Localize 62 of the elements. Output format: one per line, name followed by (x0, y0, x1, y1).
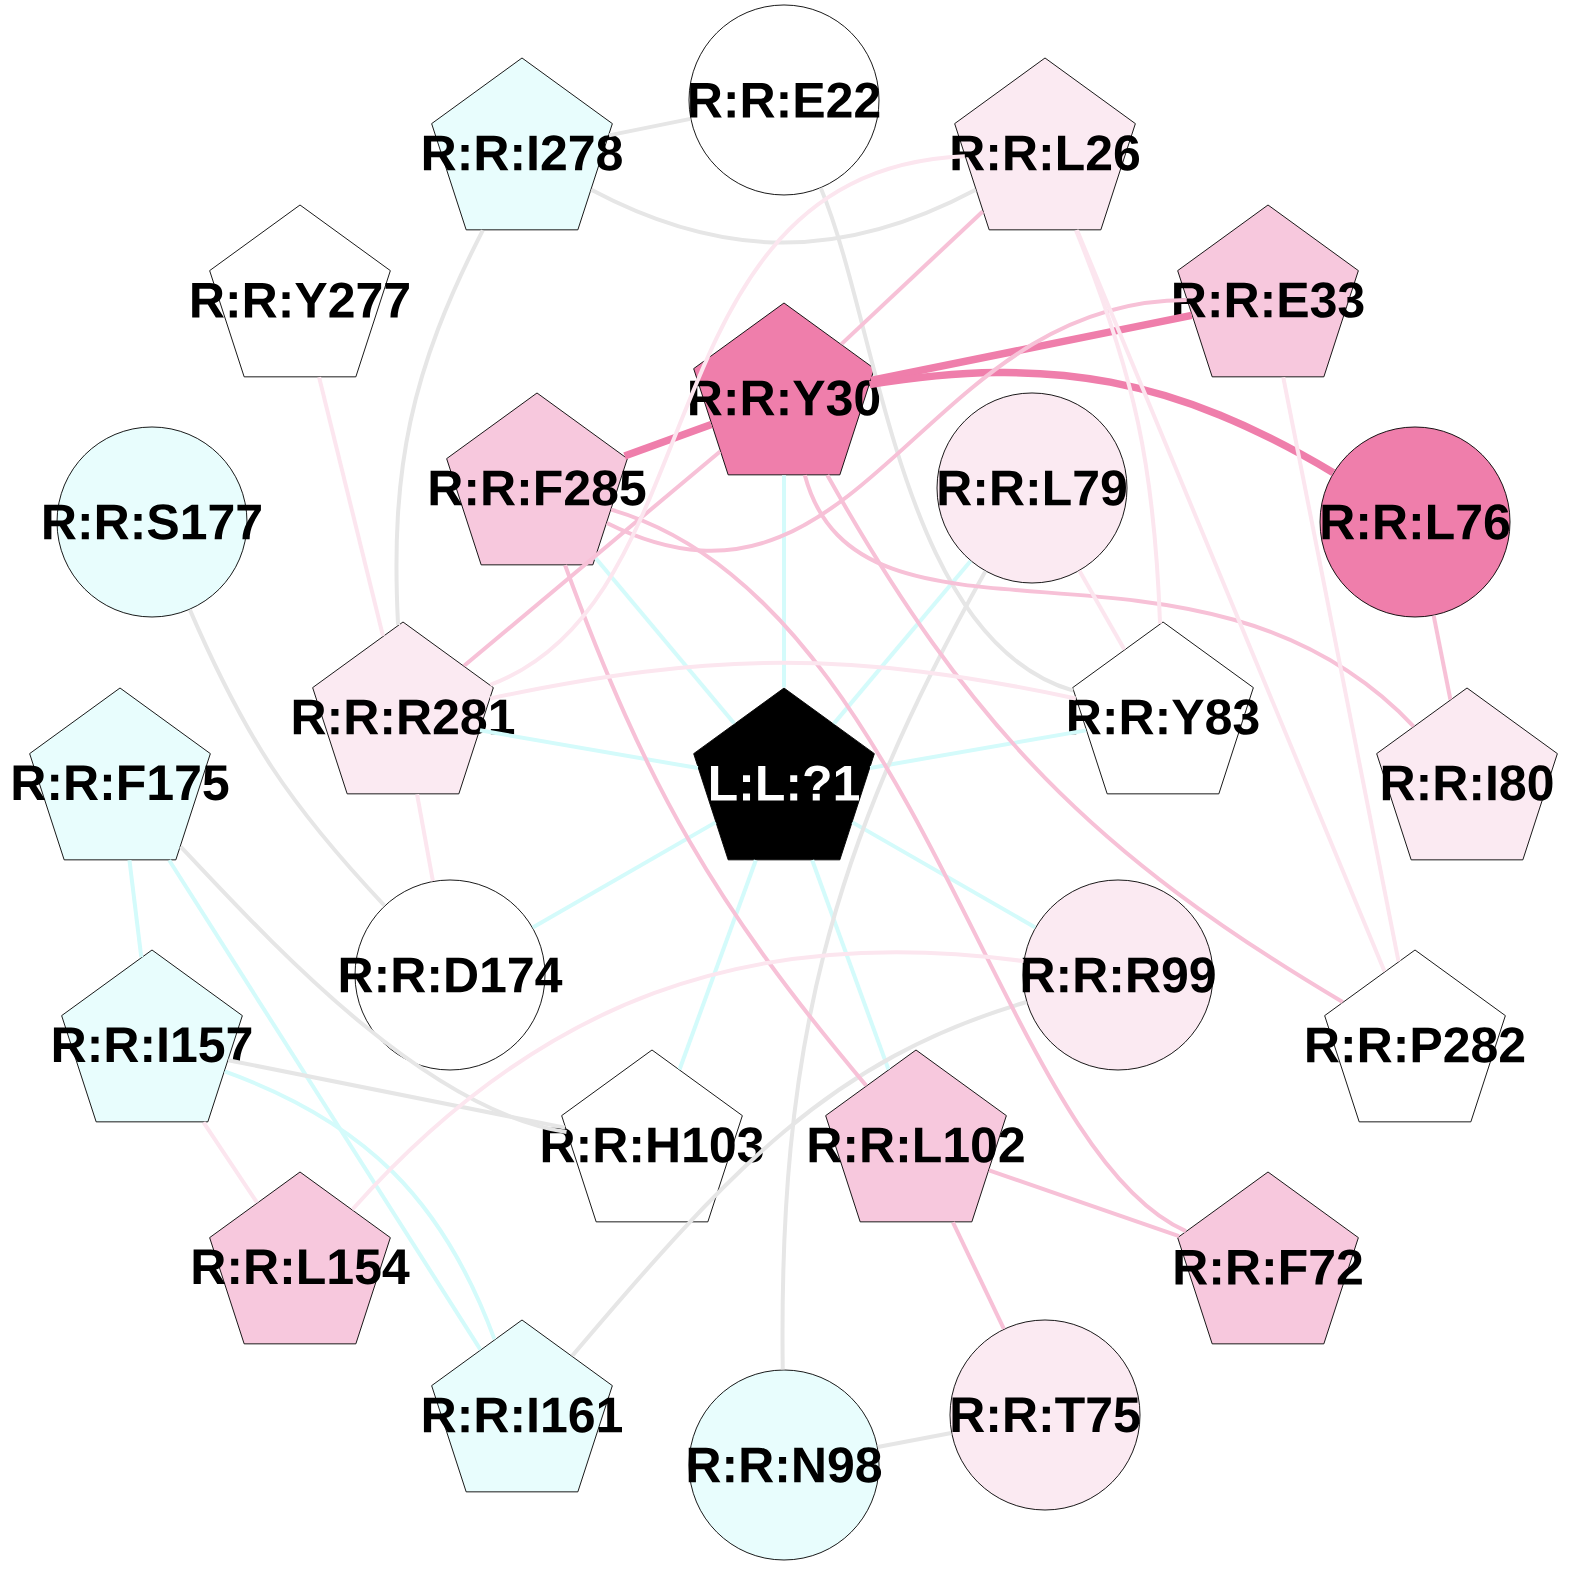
residue-pentagon: R:R:I157 (53, 949, 252, 1123)
interaction-line (223, 1069, 497, 1341)
interaction-line (825, 474, 1344, 1004)
interaction-line (869, 368, 1336, 476)
interaction-line (201, 1121, 259, 1204)
interaction-line (127, 860, 144, 958)
interaction-line (818, 187, 1074, 693)
interaction-line (677, 859, 758, 1071)
interaction-line (317, 376, 385, 637)
interaction-line (167, 859, 483, 1351)
interaction-line (350, 950, 1024, 1211)
interaction-line (479, 728, 699, 771)
residue-pentagon: R:R:E33 (1174, 204, 1364, 378)
residue-pentagon: R:R:Y30 (690, 302, 880, 476)
residue-pentagon: R:R:Y83 (1069, 621, 1259, 795)
interaction-line (810, 859, 891, 1071)
interaction-line (988, 1168, 1180, 1239)
interaction-line (951, 1221, 1006, 1330)
interaction-line (394, 229, 485, 626)
residue-pentagon: R:R:H103 (542, 1049, 763, 1223)
interaction-line (1074, 229, 1163, 624)
interaction-line (832, 559, 973, 725)
interaction-line (608, 116, 691, 138)
interaction-line (851, 820, 1037, 930)
interaction-line (489, 660, 1077, 701)
interaction-line (1281, 376, 1401, 962)
interaction-line (179, 845, 567, 1135)
interaction-line (1431, 615, 1453, 700)
interaction-line (610, 507, 1187, 1233)
residue-pentagon: R:R:L102 (809, 1049, 1024, 1223)
interaction-line (570, 1000, 1028, 1358)
interaction-line (1075, 229, 1387, 973)
residue-pentagon: R:R:F72 (1175, 1171, 1362, 1345)
residue-pentagon: R:R:L154 (193, 1171, 410, 1345)
ligand-pentagon: L:L:?1 (693, 687, 875, 861)
interaction-line (780, 570, 988, 1370)
interaction-line (590, 188, 977, 245)
interaction-line (1077, 569, 1127, 651)
interaction-line (188, 608, 386, 907)
interaction-line (840, 210, 985, 346)
residue-pentagon: R:R:I278 (423, 57, 622, 231)
residue-pentagon: R:R:F285 (430, 392, 646, 566)
residue-pentagon: R:R:I80 (1376, 687, 1558, 861)
interaction-line (877, 1431, 952, 1449)
interaction-line (869, 728, 1087, 770)
interaction-line (531, 820, 717, 930)
interaction-line (227, 1058, 566, 1130)
interaction-line (782, 475, 786, 688)
interaction-line (489, 154, 966, 687)
interaction-line (606, 298, 1187, 553)
interaction-line (623, 420, 713, 460)
interaction-line (803, 474, 1415, 728)
residue-pentagon: R:R:R281 (293, 621, 515, 795)
residue-pentagon: R:R:P282 (1307, 949, 1525, 1123)
residue-pentagon: R:R:F175 (13, 687, 229, 861)
residue-pentagon: R:R:L26 (952, 57, 1140, 231)
residue-pentagon: R:R:Y277 (192, 204, 409, 378)
interaction-line (415, 793, 435, 882)
interaction-line (462, 449, 722, 668)
residue-pentagon: R:R:I161 (423, 1319, 622, 1493)
interaction-line (594, 556, 736, 725)
interaction-line (563, 564, 868, 1087)
